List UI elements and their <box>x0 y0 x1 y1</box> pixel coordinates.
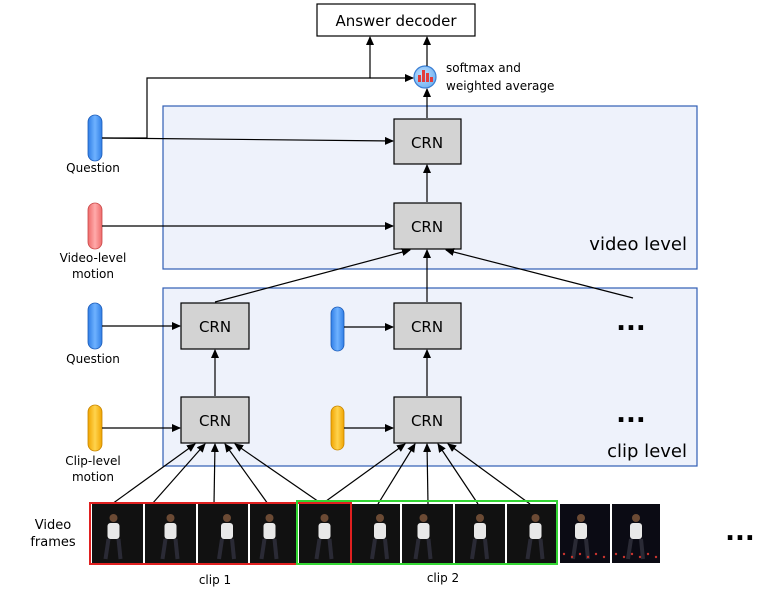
ellipsis-frames: ... <box>725 517 755 547</box>
answer-decoder-box <box>316 3 476 37</box>
video-frames-label-1: Video <box>35 518 71 533</box>
video-frame-thumbnail <box>250 504 297 563</box>
ellipsis-clip-bottom: ... <box>616 399 646 429</box>
answer-decoder-label: Answer decoder <box>335 12 457 30</box>
crn-clip1-top: CRN <box>180 302 250 350</box>
svg-text:CRN: CRN <box>199 318 231 336</box>
svg-text:CRN: CRN <box>199 412 231 430</box>
clip2-label: clip 2 <box>427 571 459 585</box>
video-frame-thumbnail <box>198 504 248 563</box>
video-frame-thumbnail <box>92 504 143 563</box>
crn-clip2-top: CRN <box>393 302 462 350</box>
clip-motion-token <box>87 404 103 452</box>
ellipsis-clip-top: ... <box>616 307 646 337</box>
video-frame-thumbnail <box>402 504 453 563</box>
softmax-label-line1: softmax and <box>446 61 521 75</box>
clip1-box <box>89 502 352 565</box>
clip-motion-label-2: motion <box>72 470 114 484</box>
clip-level-label: clip level <box>607 441 687 462</box>
softmax-icon <box>413 65 437 89</box>
video-motion-label-2: motion <box>72 267 114 281</box>
clip2-box <box>296 500 558 565</box>
video-motion-token <box>87 202 103 250</box>
svg-text:CRN: CRN <box>411 412 443 430</box>
question-label-top: Question <box>66 161 120 175</box>
video-level-label: video level <box>589 234 687 255</box>
question-label-clip: Question <box>66 352 120 366</box>
crn-clip1-bottom: CRN <box>180 396 250 444</box>
question-token-top <box>87 114 103 162</box>
svg-text:CRN: CRN <box>411 134 443 152</box>
video-motion-label-1: Video-level <box>60 251 127 265</box>
svg-text:CRN: CRN <box>411 318 443 336</box>
video-frame-thumbnail <box>299 504 350 563</box>
crn-video-bottom: CRN <box>393 202 462 250</box>
video-frames-label-2: frames <box>30 535 76 550</box>
video-frame-thumbnail <box>455 504 505 563</box>
svg-text:CRN: CRN <box>411 218 443 236</box>
clip-motion-token-clip2 <box>330 405 345 451</box>
clip-motion-label-1: Clip-level <box>65 454 121 468</box>
video-frame-thumbnail <box>612 504 660 563</box>
video-frame-thumbnail <box>352 504 400 563</box>
connection-arrows <box>101 36 634 505</box>
softmax-label-line2: weighted average <box>446 79 554 93</box>
clip1-label: clip 1 <box>199 573 231 587</box>
question-token-clip <box>87 302 103 350</box>
video-frame-thumbnail <box>507 504 556 563</box>
crn-clip2-bottom: CRN <box>393 396 462 444</box>
question-token-clip2 <box>330 306 345 352</box>
video-frame-thumbnail <box>145 504 196 563</box>
video-frames-strip <box>92 504 660 563</box>
video-frame-thumbnail <box>560 504 610 563</box>
crn-video-top: CRN <box>393 118 462 165</box>
